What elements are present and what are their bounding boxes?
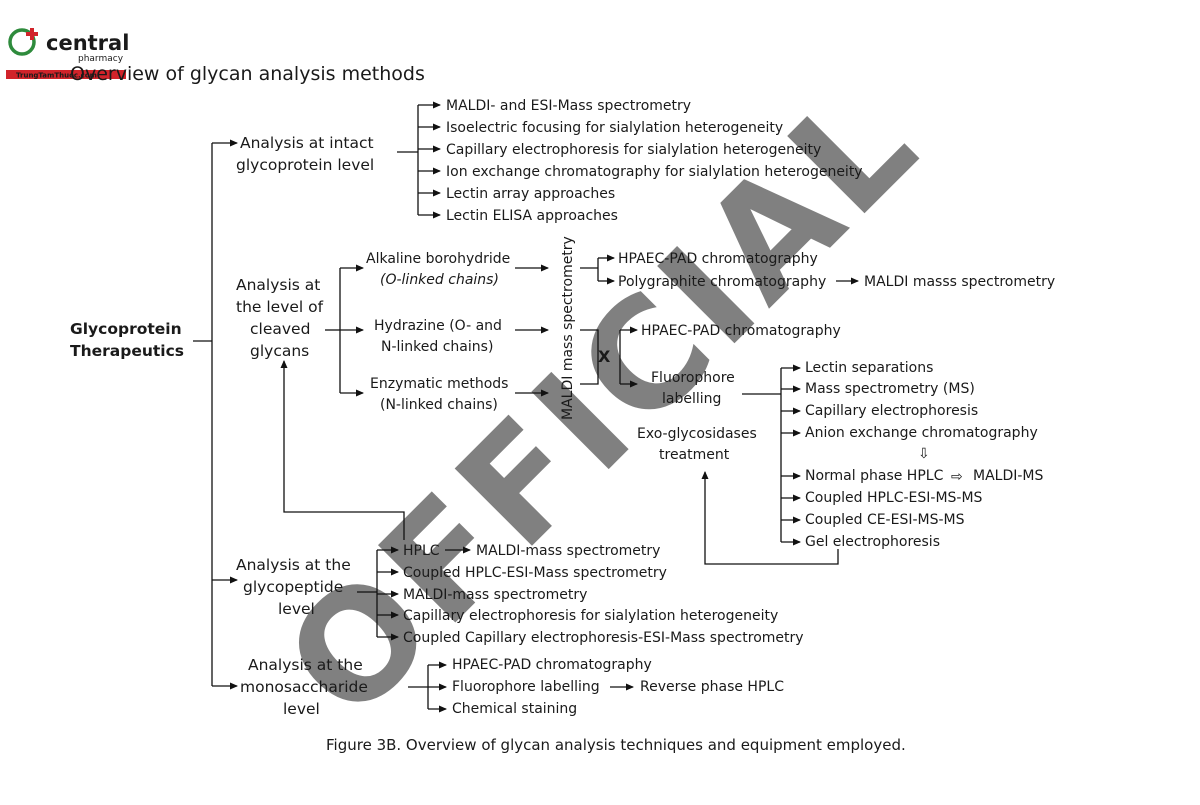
- logo-name: central: [46, 31, 129, 55]
- normal-next-arrow-icon: ⇨: [951, 469, 963, 485]
- fluorophore-label-line2: labelling: [662, 391, 721, 407]
- root-node: Glycoprotein: [70, 320, 182, 338]
- logo-cross-icon: [26, 28, 38, 40]
- logo-ring-icon: [8, 28, 36, 56]
- root-node-line2: Therapeutics: [70, 342, 184, 360]
- mono-fluoro-next: Reverse phase HPLC: [640, 679, 784, 695]
- fluoro-item: Anion exchange chromatography: [805, 425, 1038, 441]
- page-title: Overview of glycan analysis methods: [70, 63, 425, 85]
- glycopeptide-item: Coupled HPLC-ESI-Mass spectrometry: [403, 565, 667, 581]
- cleaved-heading-line3: cleaved: [250, 320, 310, 338]
- method-alkaline: Alkaline borohydride: [366, 251, 510, 267]
- intact-item: Lectin ELISA approaches: [446, 208, 618, 224]
- glycopeptide-item: HPLC: [403, 543, 440, 559]
- intact-item: Capillary electrophoresis for sialylatio…: [446, 142, 821, 158]
- x-bracket: [580, 329, 599, 385]
- glycopeptide-item: Capillary electrophoresis for sialylatio…: [403, 608, 778, 624]
- fluoro-item: Mass spectrometry (MS): [805, 381, 975, 397]
- method-hydrazine: Hydrazine (O- and: [374, 318, 502, 334]
- fluoro-item: Normal phase HPLC: [805, 468, 944, 484]
- feedback-to-exo-arrow: [701, 471, 839, 565]
- method-hydrazine-line2: N-linked chains): [381, 339, 493, 355]
- intact-item: Isoelectric focusing for sialylation het…: [446, 120, 783, 136]
- maldi-vertical-label: MALDI mass spectrometry: [560, 236, 576, 420]
- cleaved-heading-line4: glycans: [250, 342, 309, 360]
- fluoro-item: Coupled CE-ESI-MS-MS: [805, 512, 965, 528]
- brand-logo: central pharmacy TrungTamThuoc.com: [6, 28, 129, 80]
- fluoro-arrows: [781, 364, 801, 546]
- polygraphite: Polygraphite chromatography: [618, 274, 826, 290]
- method-enzymatic-line2: (N-linked chains): [380, 397, 498, 413]
- hplc-next: MALDI-mass spectrometry: [476, 543, 660, 559]
- glycopeptide-heading: Analysis at the: [236, 556, 351, 574]
- fluoro-item: Capillary electrophoresis: [805, 403, 978, 419]
- exo-label-line2: treatment: [659, 447, 730, 463]
- glycopeptide-item: MALDI-mass spectrometry: [403, 587, 587, 603]
- mono-item: Fluorophore labelling: [452, 679, 600, 695]
- logo-band: [6, 70, 126, 79]
- top-hpaec: HPAEC-PAD chromatography: [618, 251, 818, 267]
- mono-heading: Analysis at the: [248, 656, 363, 674]
- glycopeptide-arrows: [377, 546, 399, 641]
- fluoro-item: Lectin separations: [805, 360, 933, 376]
- x-mark: X: [598, 347, 611, 366]
- fluoro-item: Coupled HPLC-ESI-MS-MS: [805, 490, 983, 506]
- mono-heading-line2: monosaccharide: [240, 678, 368, 696]
- mono-heading-line3: level: [283, 700, 320, 718]
- down-arrow-icon: ⇩: [918, 446, 930, 462]
- figure-caption: Figure 3B. Overview of glycan analysis t…: [326, 736, 906, 754]
- glycopeptide-item: Coupled Capillary electrophoresis-ESI-Ma…: [403, 630, 804, 646]
- cleaved-heading-line2: the level of: [236, 298, 324, 316]
- glycopeptide-heading-line3: level: [278, 600, 315, 618]
- hplc-to-cleaved-arrow: [280, 360, 405, 540]
- exo-label: Exo-glycosidases: [637, 426, 757, 442]
- logo-subtitle: pharmacy: [78, 54, 124, 64]
- fluoro-item: Gel electrophoresis: [805, 534, 940, 550]
- intact-arrows: [418, 101, 441, 219]
- logo-band-text: TrungTamThuoc.com: [16, 72, 97, 80]
- mono-item: Chemical staining: [452, 701, 577, 717]
- normal-next: MALDI-MS: [973, 468, 1043, 484]
- intact-heading: Analysis at intact: [240, 134, 374, 152]
- cleaved-heading: Analysis at: [236, 276, 320, 294]
- method-alkaline-line2: (O-linked chains): [380, 272, 499, 288]
- intact-item: Lectin array approaches: [446, 186, 615, 202]
- intact-heading-line2: glycoprotein level: [236, 156, 374, 174]
- mid-hpaec: HPAEC-PAD chromatography: [641, 323, 841, 339]
- polygraphite-next: MALDI masss spectrometry: [864, 274, 1055, 290]
- intact-item: Ion exchange chromatography for sialylat…: [446, 164, 863, 180]
- fluorophore-label: Fluorophore: [651, 370, 735, 386]
- mono-item: HPAEC-PAD chromatography: [452, 657, 652, 673]
- intact-item: MALDI- and ESI-Mass spectrometry: [446, 98, 691, 114]
- glycopeptide-heading-line2: glycopeptide: [243, 578, 343, 596]
- method-enzymatic: Enzymatic methods: [370, 376, 508, 392]
